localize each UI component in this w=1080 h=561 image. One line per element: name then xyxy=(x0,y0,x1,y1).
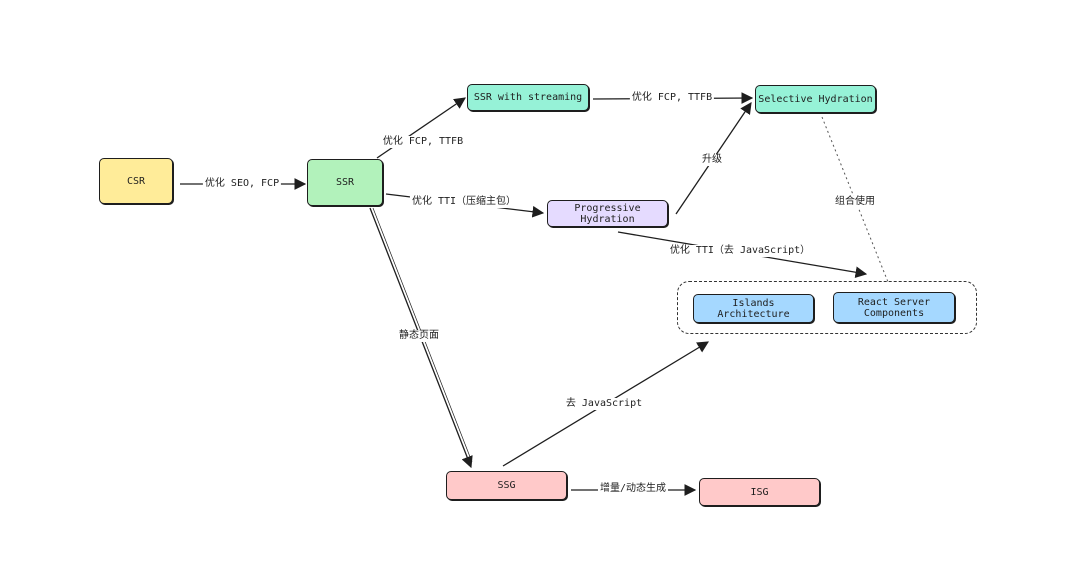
label-ssg-isg: 增量/动态生成 xyxy=(597,483,669,495)
label-ssr-progressive: 优化 TTI（压缩主包） xyxy=(409,196,519,208)
node-ssr-with-streaming: SSR with streaming xyxy=(467,84,589,111)
label-csr-ssr: 优化 SEO, FCP xyxy=(202,178,282,190)
node-isg: ISG xyxy=(699,478,820,506)
node-progressive-hydration: Progressive Hydration xyxy=(547,200,668,227)
node-islands-architecture: Islands Architecture xyxy=(693,294,814,323)
label-combine: 组合使用 xyxy=(833,196,877,208)
node-ssr: SSR xyxy=(307,159,383,206)
label-streaming-selective: 优化 FCP, TTFB xyxy=(629,92,715,104)
node-ssg: SSG xyxy=(446,471,567,500)
label-upgrade: 升级 xyxy=(700,154,724,166)
node-react-server-components: React Server Components xyxy=(833,292,955,323)
label-ssr-streaming: 优化 FCP, TTFB xyxy=(380,136,466,148)
node-selective-hydration: Selective Hydration xyxy=(755,85,876,113)
rsc-label-line1: React Server xyxy=(857,296,931,308)
edge-ssr-streaming xyxy=(376,97,466,159)
label-ssr-ssg: 静态页面 xyxy=(397,330,441,342)
label-ssg-islands: 去 JavaScript xyxy=(563,398,645,410)
rsc-label-line2: Components xyxy=(863,307,925,319)
node-csr: CSR xyxy=(99,158,173,204)
combined-group-box xyxy=(677,281,977,334)
label-progressive-islands: 优化 TTI（去 JavaScript） xyxy=(667,245,813,257)
